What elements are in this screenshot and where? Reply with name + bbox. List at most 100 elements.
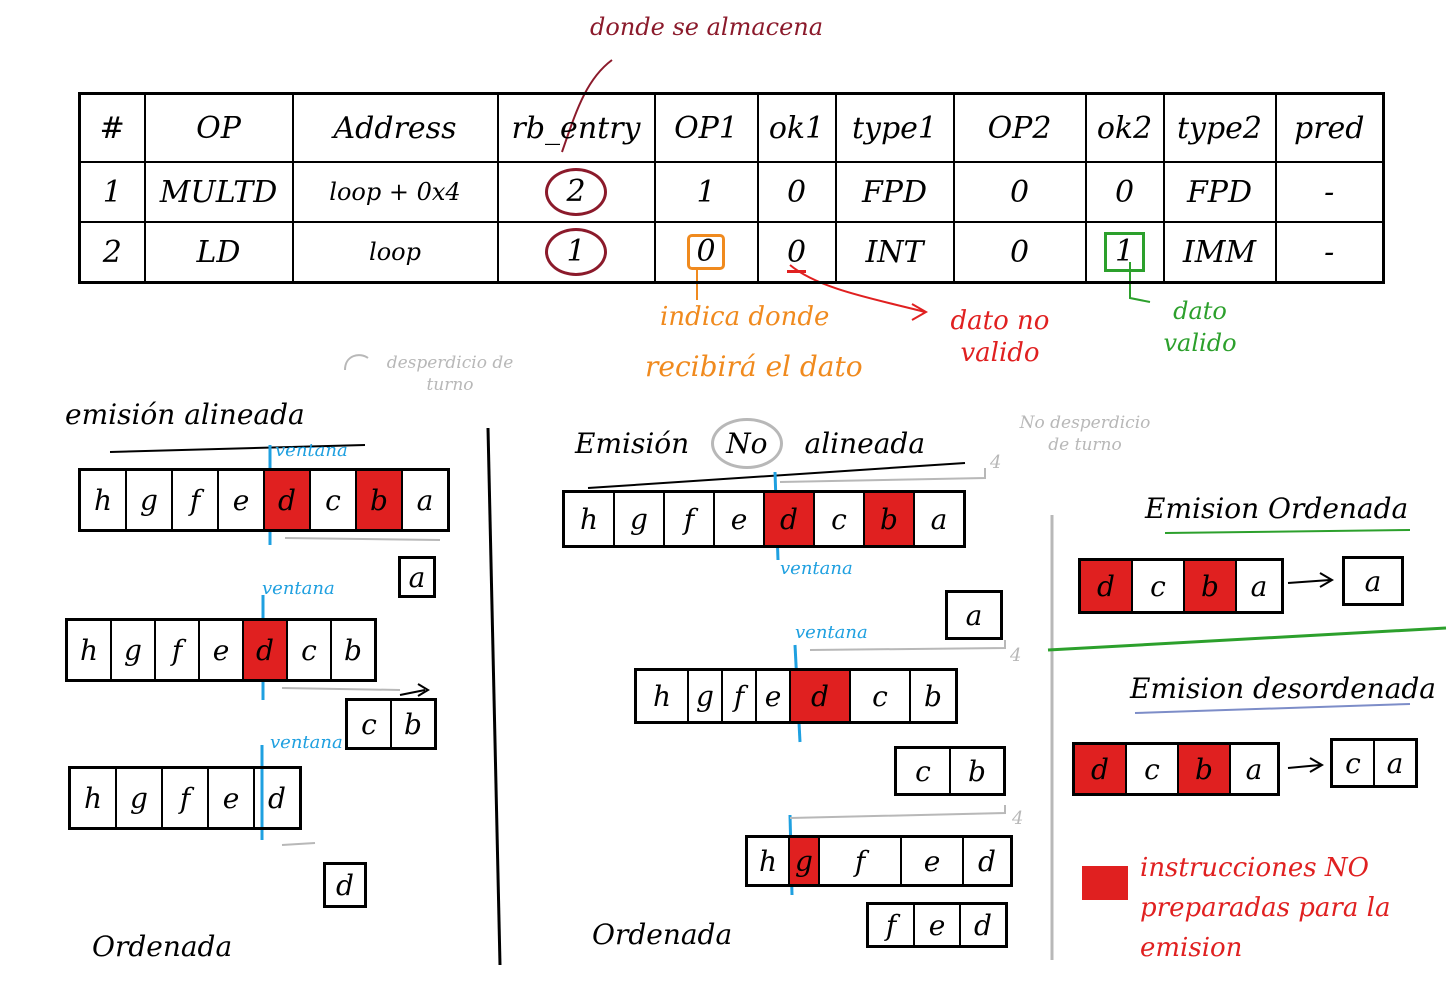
instr-cell-not-ready: b <box>1179 745 1231 793</box>
col-header: OP1 <box>653 92 759 163</box>
table-cell: - <box>1274 161 1385 223</box>
window-size-label: 4 <box>1010 645 1022 666</box>
ordered-issued: a <box>1342 556 1404 606</box>
note-desperdicio-turno: desperdicio de turno <box>386 353 514 395</box>
table-cell: 1 <box>78 161 146 223</box>
instr-cell: d <box>268 781 286 815</box>
col-header: type1 <box>834 92 955 163</box>
instr-cell-not-ready: b <box>1185 561 1237 611</box>
issued-cell: e <box>915 905 961 945</box>
col-header: rb_entry <box>496 92 656 163</box>
table-cell: 0 <box>952 161 1087 223</box>
instr-cell: g <box>127 471 173 529</box>
instr-cell: b <box>344 633 362 667</box>
table-cell: 0 <box>653 221 759 284</box>
op1-highlight-box: 0 <box>687 234 725 270</box>
unaligned-title-post: alineada <box>804 427 926 460</box>
instr-cell: a <box>1245 752 1263 786</box>
issued-cell: d <box>336 868 354 902</box>
table-cell: 0 <box>756 221 837 284</box>
col-header: OP2 <box>952 92 1087 163</box>
window-size-label: 4 <box>1012 808 1024 829</box>
aligned-issued-3: d <box>323 862 367 908</box>
col-header: type2 <box>1162 92 1277 163</box>
instr-cell: d <box>978 844 996 878</box>
instr-cell: f <box>156 621 200 679</box>
col-header: OP <box>143 92 294 163</box>
table-cell: 2 <box>496 161 656 223</box>
unaligned-title-no: No <box>711 418 783 469</box>
col-header: pred <box>1274 92 1385 163</box>
aligned-queue-1: h g f e d c b a <box>78 468 450 532</box>
instr-cell-not-ready: d <box>265 471 311 529</box>
table-cell: 0 <box>1084 161 1165 223</box>
issued-cell: a <box>1364 564 1382 598</box>
unordered-title: Emision desordenada <box>1130 672 1437 705</box>
table-cell: loop + 0x4 <box>291 161 499 223</box>
instr-cell: e <box>757 671 791 721</box>
issued-cell: b <box>404 707 422 741</box>
ok1-invalid-marker: 0 <box>786 234 807 273</box>
instr-cell: h <box>637 671 689 721</box>
aligned-queue-2: h g f e d c b <box>65 618 377 682</box>
table-row: 2 LD loop 1 0 0 INT 0 1 IMM - <box>78 221 1385 284</box>
instr-cell: f <box>173 471 219 529</box>
instr-cell: c <box>1133 561 1185 611</box>
unaligned-issued-1: a <box>945 590 1003 640</box>
instr-cell-not-ready: b <box>357 471 403 529</box>
unaligned-issued-2: c b <box>894 746 1006 796</box>
table-cell: MULTD <box>143 161 294 223</box>
table-cell: 1 <box>653 161 759 223</box>
instr-cell-not-ready: b <box>865 493 915 545</box>
instr-cell-not-ready: g <box>790 838 820 884</box>
instr-cell: h <box>565 493 615 545</box>
note-no-desperdicio-turno: No desperdicio de turno <box>1019 413 1151 455</box>
instr-cell-not-ready: d <box>1081 561 1133 611</box>
instr-cell-not-ready: d <box>791 671 851 721</box>
instr-cell: c <box>1127 745 1179 793</box>
table-cell: 1 <box>1084 221 1165 284</box>
table-cell: 2 <box>78 221 146 284</box>
instr-cell: h <box>81 471 127 529</box>
window-label: ventana <box>780 558 853 579</box>
legend-not-ready-text: instrucciones NO preparadas para la emis… <box>1140 853 1391 963</box>
issued-cell: c <box>897 749 951 793</box>
instr-cell: e <box>902 838 964 884</box>
note-indica-donde: indica donde <box>660 302 830 332</box>
instr-cell: f <box>723 671 757 721</box>
instr-cell: c <box>311 471 357 529</box>
window-label: ventana <box>795 622 868 643</box>
instr-cell: c <box>288 621 332 679</box>
instr-cell: g <box>615 493 665 545</box>
aligned-issued-2: c b <box>345 698 437 750</box>
table-cell: FPD <box>834 161 955 223</box>
unaligned-footer: Ordenada <box>592 918 733 951</box>
window-label: ventana <box>275 440 348 461</box>
issued-cell: f <box>869 905 915 945</box>
issued-cell: a <box>1386 746 1404 780</box>
table-cell: 0 <box>952 221 1087 284</box>
instr-cell: h <box>71 769 117 827</box>
instr-cell: a <box>930 502 948 536</box>
instr-cell-not-ready: d <box>1075 745 1127 793</box>
note-donde-se-almacena: donde se almacena <box>590 13 824 41</box>
window-label: ventana <box>262 578 335 599</box>
issued-cell: d <box>974 908 992 942</box>
col-header: ok2 <box>1084 92 1165 163</box>
col-header: Address <box>291 92 499 163</box>
instr-cell: e <box>209 769 255 827</box>
instr-cell: c <box>851 671 911 721</box>
instr-cell: f <box>820 838 902 884</box>
aligned-title: emisión alineada <box>65 398 305 431</box>
legend-red-swatch <box>1082 866 1128 900</box>
unaligned-queue-2: h g f e d c b <box>634 668 958 724</box>
col-header: # <box>78 92 146 163</box>
instr-cell: g <box>117 769 163 827</box>
instr-cell: g <box>689 671 723 721</box>
issued-cell: a <box>408 560 426 594</box>
window-size-label: 4 <box>990 452 1002 473</box>
instr-cell: e <box>200 621 244 679</box>
table-cell: loop <box>291 221 499 284</box>
instr-cell-not-ready: d <box>765 493 815 545</box>
table-header-row: # OP Address rb_entry OP1 ok1 type1 OP2 … <box>78 92 1385 163</box>
